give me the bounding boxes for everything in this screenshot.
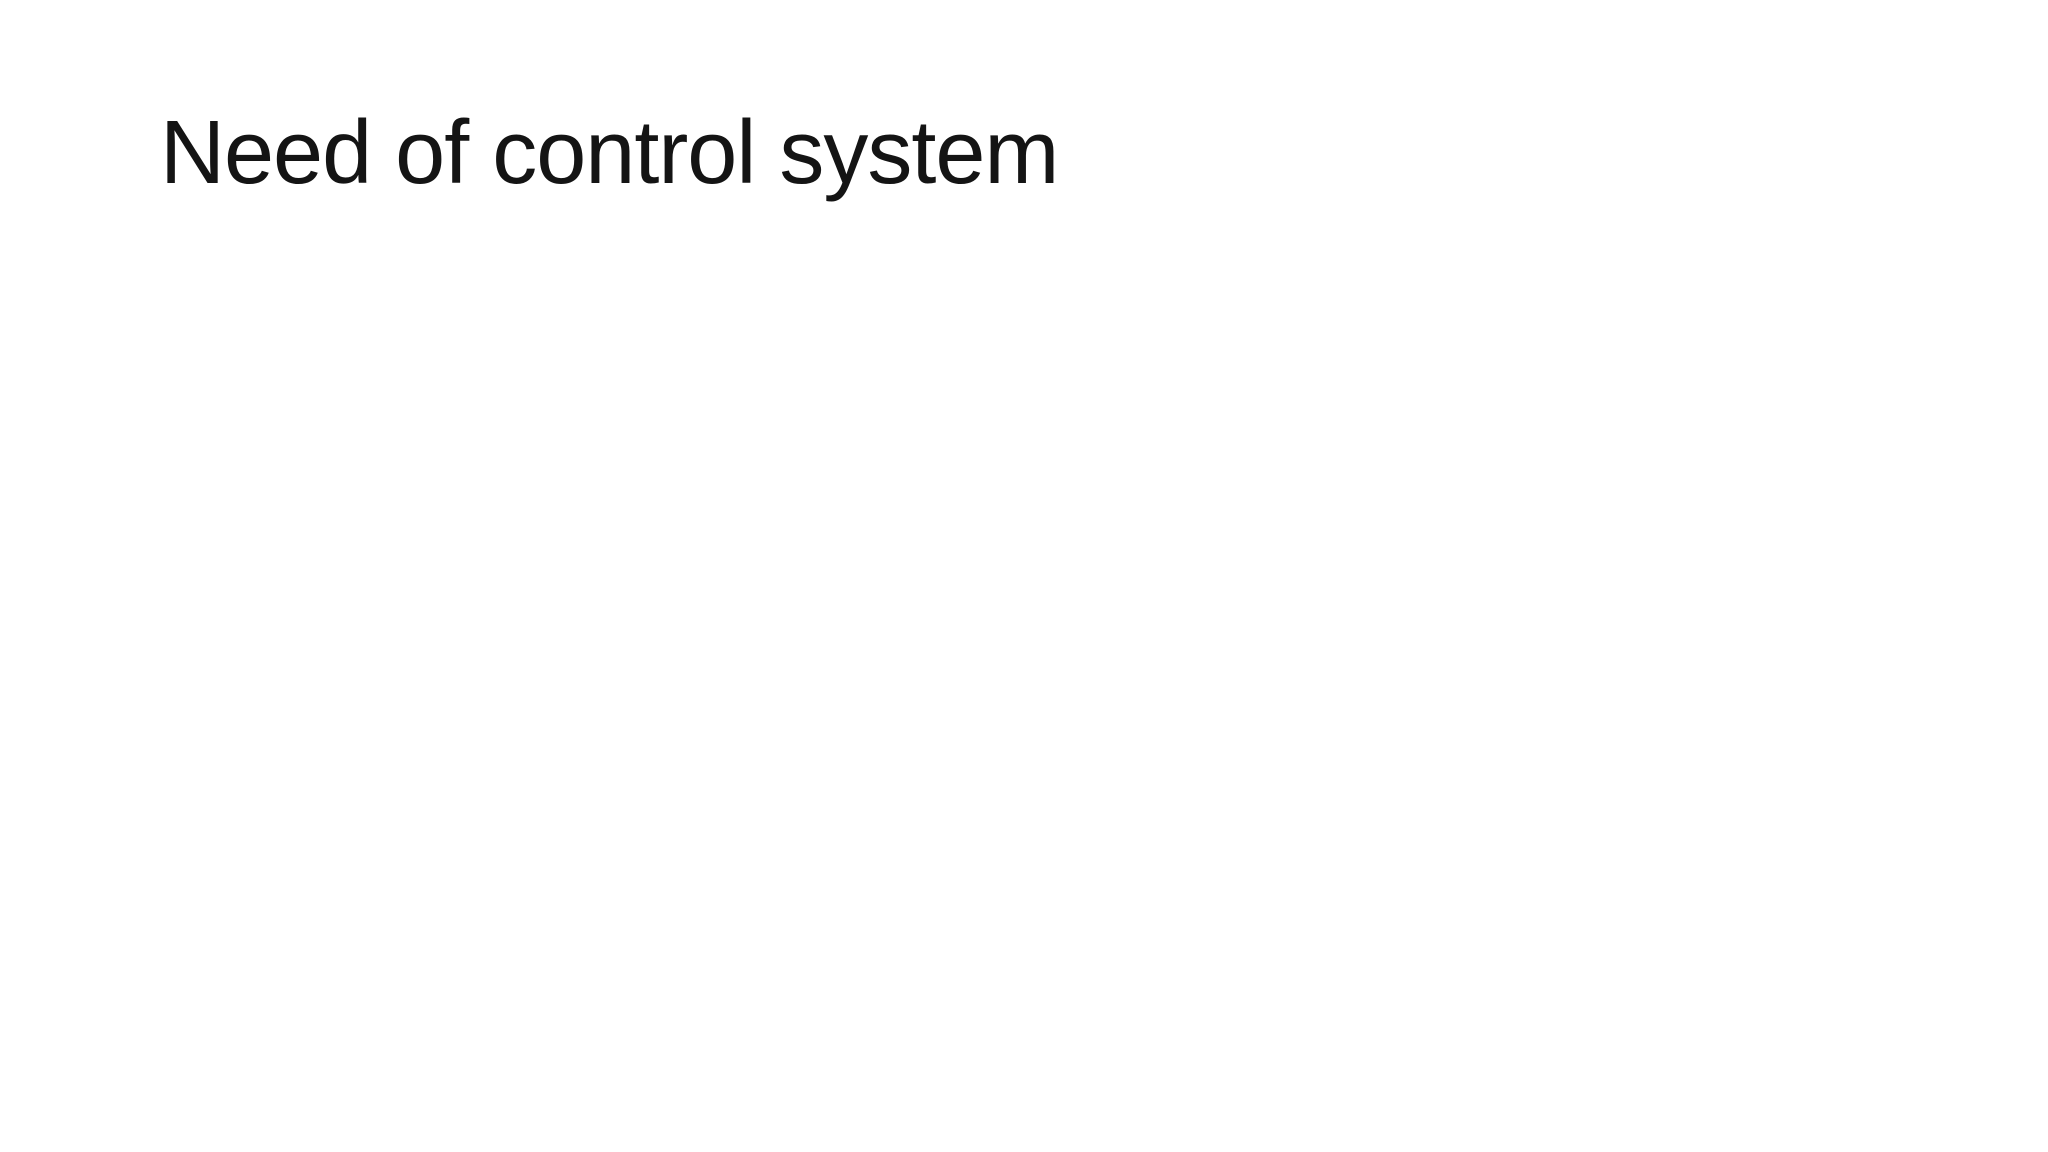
slide-title: Need of control system bbox=[160, 103, 1059, 203]
